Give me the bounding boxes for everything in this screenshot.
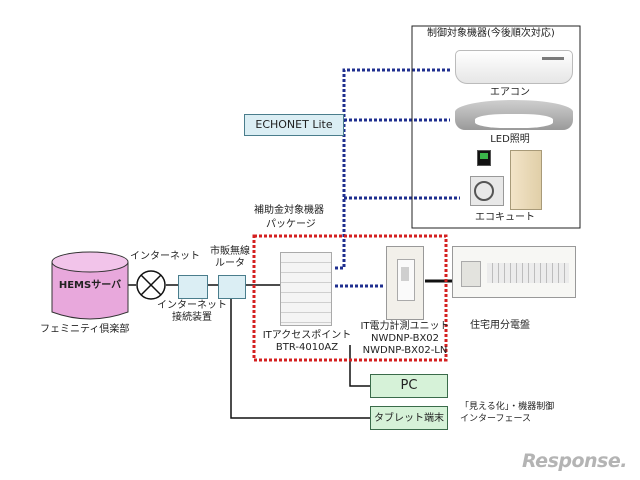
response-watermark: Response. [522,450,627,472]
distribution-board-main-breaker [461,261,481,287]
echonet-line-aircon [335,68,450,270]
router-label-1: 市販無線 [210,246,250,257]
router-label-2: ルータ [215,258,245,269]
target-devices-frame [411,25,581,229]
power-meter-switch [401,267,409,281]
access-point-label-2: BTR-4010AZ [275,342,339,353]
ecocute-heatpump-image [470,176,504,206]
echonet-lite-box: ECHONET Lite [244,114,344,136]
subsidy-label-line2: パッケージ [266,219,316,230]
connection-device-label-2: 接続装置 [172,312,212,323]
distribution-board-breakers [487,263,569,283]
internet-label: インターネット [130,251,200,262]
access-point-image [280,252,332,326]
internet-globe-icon [136,270,166,300]
access-point-label-1: ITアクセスポイント [262,330,352,341]
power-meter-label-1: IT電力計測ユニット [360,321,450,332]
internet-connection-device-box [178,275,208,299]
distribution-board-image [452,246,576,298]
echonet-lines [335,68,460,288]
interface-label-2: インターフェース [460,414,532,424]
line-router-tablet [230,298,370,419]
ecocute-label: エコキュート [475,212,535,223]
distribution-board-label: 住宅用分電盤 [470,320,530,331]
tablet-label: タブレット端末 [374,413,444,424]
target-devices-title: 制御対象機器(今後順次対応) [427,28,555,39]
ecocute-tank-image [510,150,542,210]
subsidy-label-line1: 補助金対象機器 [254,205,324,216]
ecocute-remote-screen [480,153,488,159]
aircon-label: エアコン [490,87,530,98]
led-label: LED照明 [490,134,530,145]
power-meter-label-2: NWDNP-BX02 [370,333,440,344]
network-lines [128,284,370,419]
power-meter-image [386,246,424,320]
aircon-image [455,50,573,84]
femininity-club-label: フェミニティ倶楽部 [40,324,130,335]
hems-server-label: HEMSサーバ [58,280,122,291]
ecocute-remote-image [477,150,491,166]
pc-label: PC [400,378,418,393]
ecocute-fan-icon [474,181,494,201]
subsidy-package-outline [252,234,448,362]
tablet-box: タブレット端末 [370,406,448,430]
led-light-glow [475,114,553,128]
led-light-image [455,100,573,130]
hems-server-cylinder [51,251,129,320]
interface-label-1: 「見える化」・機器制御 [460,402,555,412]
aircon-logo-mark [542,57,564,60]
echonet-lite-label: ECHONET Lite [255,118,333,131]
pc-box: PC [370,374,448,398]
connection-device-label-1: インターネット [157,300,227,311]
wireless-router-box [218,275,246,299]
power-meter-label-3: NWDNP-BX02-LN [362,345,448,356]
